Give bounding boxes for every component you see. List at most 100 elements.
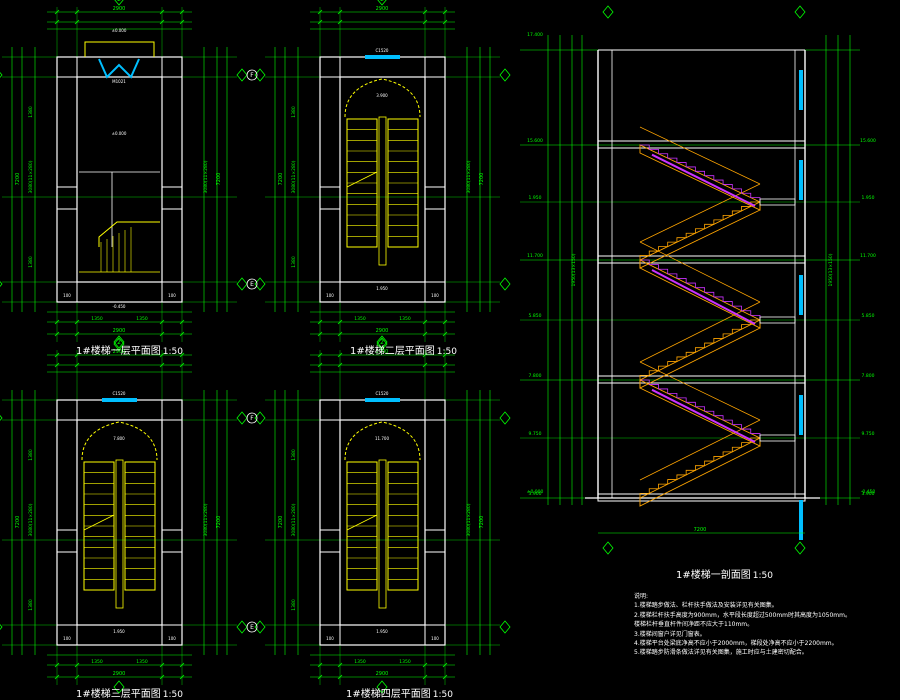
axis-marker [236, 620, 248, 634]
section-window [799, 275, 803, 315]
dim-tick [317, 362, 323, 368]
dim-tick [74, 9, 80, 15]
landing-arc [81, 421, 158, 461]
dim-text: 3080(11×280) [28, 160, 34, 193]
dim-tick [337, 19, 343, 25]
column [424, 281, 446, 303]
dim-tick [337, 662, 343, 668]
axis-marker [254, 620, 266, 634]
axis-marker [377, 0, 387, 6]
landing-slab [759, 316, 796, 324]
level-label: ±0.000 [112, 131, 127, 136]
dim-text: 7200 [479, 173, 485, 186]
dim-text: 1950(13×150) [828, 253, 834, 286]
column [319, 529, 341, 553]
dim-text: 1350 [91, 659, 103, 665]
dim-tick [159, 662, 165, 668]
dim-tick [317, 331, 323, 337]
handrail [639, 183, 761, 243]
level-label: 9.750 [862, 431, 875, 437]
axis-bubble [246, 69, 258, 81]
column [161, 399, 183, 421]
dim-tick [317, 19, 323, 25]
axis-bubble [246, 412, 258, 424]
dim-text: 1380 [291, 599, 297, 611]
dim-tick [317, 319, 323, 325]
window [365, 398, 400, 402]
axis-marker [236, 411, 248, 425]
stair-steps [640, 259, 761, 320]
axis-marker [376, 335, 388, 349]
axis-bubble [246, 278, 258, 290]
column [319, 624, 341, 646]
dim-tick [179, 19, 185, 25]
notes-heading: 说明: [634, 593, 649, 600]
dim-tick [74, 19, 80, 25]
stair-flight [639, 319, 761, 389]
dim-text: 100 [431, 293, 439, 298]
inner-wall [76, 76, 163, 283]
section-window [799, 160, 803, 200]
axis-label: 2 [380, 339, 384, 346]
handrail [639, 301, 761, 363]
break-line [346, 514, 378, 531]
dim-text: 1350 [136, 316, 148, 322]
dim-text: 3080(11×280) [466, 503, 472, 536]
column [319, 186, 341, 210]
landing-arc [344, 421, 421, 461]
handrail [378, 116, 387, 266]
axis-marker [114, 0, 124, 6]
dim-tick [179, 674, 185, 680]
dim-text: 1380 [291, 256, 297, 268]
dim-text: 2900 [376, 671, 389, 677]
stair-flight [639, 201, 761, 269]
dim-tick [442, 19, 448, 25]
axis-label: F [250, 415, 254, 422]
column [319, 281, 341, 303]
axis-marker [0, 280, 3, 288]
axis-bubble [246, 621, 258, 633]
dim-text: 2900 [376, 6, 389, 12]
level-label: 7.800 [113, 436, 125, 441]
level-label: 15.600 [860, 138, 876, 144]
design-notes: 说明: 1.楼梯踏步做法、栏杆扶手做法及安装详见有关图集。 2.楼梯栏杆扶手高度… [634, 592, 851, 658]
dim-text: 3080(11×280) [291, 503, 297, 536]
dim-text: 7200 [216, 173, 222, 186]
dim-tick [317, 674, 323, 680]
handrail [378, 459, 387, 609]
break-line [346, 171, 378, 188]
note-line: 楼梯栏杆垂直杆件间净距不应大于110mm。 [634, 621, 754, 629]
floor-plan-2: 2FE2900290013501350720072003080(11×280)3… [246, 0, 511, 351]
window-label: C1520 [113, 391, 126, 396]
dim-tick [442, 674, 448, 680]
dim-tick [317, 662, 323, 668]
axis-marker [113, 335, 125, 349]
landing-slab [759, 434, 796, 442]
dim-tick [54, 352, 60, 358]
dim-text: 100 [63, 636, 71, 641]
dim-tick [442, 352, 448, 358]
dim-tick [422, 9, 428, 15]
canopy [84, 41, 155, 57]
column [56, 56, 78, 78]
column [161, 186, 183, 210]
dim-tick [442, 9, 448, 15]
dim-tick [422, 331, 428, 337]
column [424, 56, 446, 78]
column [319, 399, 341, 421]
dim-text: 100 [168, 293, 176, 298]
floor-plans: 2FE2900290013501350720072003080(11×280)3… [0, 0, 511, 694]
column [56, 281, 78, 303]
handrail [639, 419, 761, 481]
stair-flight [639, 144, 761, 211]
stair-flight [639, 437, 761, 507]
window-label: C1520 [376, 48, 389, 53]
axis-marker [602, 541, 614, 555]
cut-flight [651, 153, 756, 207]
column [56, 529, 78, 553]
dim-tick [422, 674, 428, 680]
dim-tick [54, 331, 60, 337]
section-window [799, 500, 803, 540]
